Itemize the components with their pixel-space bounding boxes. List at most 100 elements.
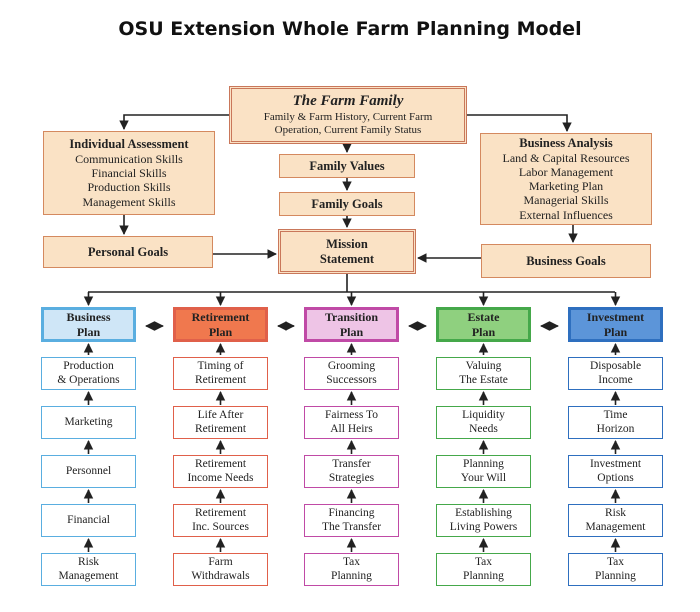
business-plan-item-text: Production	[63, 359, 114, 372]
investment-plan-title: Investment	[586, 310, 645, 325]
retirement-plan-item-text: Timing of	[197, 359, 244, 372]
farm-family-title: The Farm Family	[292, 92, 404, 109]
retirement-plan-item-text: Inc. Sources	[192, 520, 249, 533]
connector-to-individual-assessment	[119, 114, 229, 130]
estate-plan-item-text: Needs	[469, 422, 498, 435]
business-goals-label: Business Goals	[526, 253, 606, 268]
investment-plan-item-text: Disposable	[589, 359, 642, 372]
retirement-plan-item-text: Retirement	[194, 457, 247, 470]
family-values-box: Family Values	[279, 154, 415, 178]
retirement-plan-title: Plan	[208, 324, 233, 339]
estate-plan-item-text: Planning	[463, 569, 504, 582]
estate-plan-item-text: Living Powers	[449, 520, 518, 533]
connector-to-business-analysis	[467, 114, 572, 132]
retirement-plan-title: Retirement	[191, 310, 250, 325]
farm-family-line: Operation, Current Family Status	[274, 124, 422, 137]
business-analysis-item: Land & Capital Resources	[502, 150, 630, 165]
individual-assessment-title: Individual Assessment	[69, 137, 189, 152]
transition-plan-title: Transition	[324, 310, 379, 325]
individual-assessment-item: Management Skills	[82, 194, 176, 209]
transition-plan-item-text: Planning	[331, 569, 372, 582]
business-plan-title: Business	[66, 310, 111, 325]
investment-plan-item-text: Planning	[595, 569, 636, 582]
individual-assessment-item: Financial Skills	[91, 166, 167, 181]
business-plan-item: Production& Operations	[41, 357, 136, 390]
estate-plan-item-text: The Estate	[459, 373, 508, 386]
retirement-plan-item-text: Farm	[208, 555, 233, 568]
business-analysis-item: Marketing Plan	[528, 179, 604, 194]
business-plan-item-text: & Operations	[57, 373, 120, 386]
family-goals-label: Family Goals	[311, 196, 383, 211]
transition-plan-item-text: Strategies	[328, 471, 375, 484]
business-plan-item: Financial	[41, 504, 136, 537]
transition-plan-item-text: The Transfer	[321, 520, 382, 533]
business-plan-item-text: Marketing	[64, 415, 113, 428]
estate-plan-item-text: Tax	[474, 555, 493, 568]
transition-plan-item-text: Financing	[328, 506, 375, 519]
mission-statement-label: Mission	[326, 236, 368, 251]
mission-statement-label: Statement	[319, 251, 375, 266]
business-analysis-item: Managerial Skills	[523, 193, 609, 208]
farm-family-line: Family & Farm History, Current Farm	[263, 111, 433, 124]
estate-plan-item-text: Valuing	[465, 359, 502, 372]
estate-plan-item-text: Your Will	[460, 471, 507, 484]
business-plan-title: Plan	[76, 324, 101, 339]
investment-plan-item-text: Management	[585, 520, 646, 533]
personal-goals-box: Personal Goals	[43, 236, 213, 268]
business-plan-item: Personnel	[41, 455, 136, 488]
business-plan-item-text: Personnel	[65, 464, 112, 477]
family-goals-box: Family Goals	[279, 192, 415, 216]
estate-plan-item-text: Liquidity	[462, 408, 505, 421]
family-values-label: Family Values	[309, 158, 385, 173]
transition-plan-item-text: Transfer	[332, 457, 371, 470]
estate-plan-item-text: Planning	[463, 457, 504, 470]
investment-plan-item-text: Risk	[604, 506, 627, 519]
investment-plan-item-text: Options	[597, 471, 634, 484]
business-plan-item-text: Financial	[67, 513, 110, 526]
transition-plan-item-text: All Heirs	[330, 422, 373, 435]
page-title: OSU Extension Whole Farm Planning Model	[118, 18, 582, 40]
retirement-plan-item-text: Withdrawals	[191, 569, 250, 582]
estate-plan-title: Plan	[471, 324, 496, 339]
transition-plan-item-text: Grooming	[327, 359, 376, 372]
estate-plan-title: Estate	[467, 310, 500, 325]
investment-plan-item-text: Income	[598, 373, 633, 386]
transition-plan-title: Plan	[339, 324, 364, 339]
business-plan-item: Marketing	[41, 406, 136, 439]
personal-goals-label: Personal Goals	[87, 244, 169, 259]
investment-plan-item-text: Horizon	[596, 422, 635, 435]
business-plan-item-text: Risk	[77, 555, 100, 568]
retirement-plan-item-text: Retirement	[194, 422, 247, 435]
investment-plan-item-text: Tax	[606, 555, 625, 568]
business-analysis-item: External Influences	[519, 207, 613, 222]
business-analysis-title: Business Analysis	[519, 136, 613, 151]
transition-plan-item-text: Tax	[342, 555, 361, 568]
retirement-plan-item-text: Retirement	[194, 373, 247, 386]
investment-plan-item-text: Investment	[589, 457, 642, 470]
transition-plan-item-text: Successors	[326, 373, 377, 386]
